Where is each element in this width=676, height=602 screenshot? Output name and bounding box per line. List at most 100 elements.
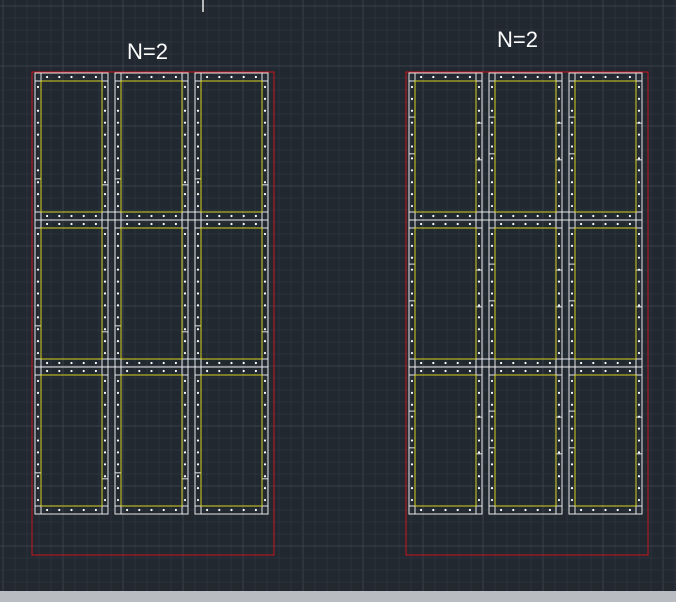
bolt-hole [557,340,561,343]
bolt-hole [263,232,267,236]
bolt-hole [116,145,120,148]
bolt-hole [116,439,120,442]
panel-rect [414,374,477,507]
bolt-hole [36,451,40,454]
bolt-hole [592,361,595,365]
panel-outline [34,366,109,515]
panel-rect [574,80,637,213]
bolt-hole [410,498,414,502]
bolt-hole [103,463,107,466]
panel-rect [574,227,637,360]
bolt-hole [196,280,200,283]
bolt-hole [103,157,107,160]
bolt-hole [637,415,641,418]
bolt-hole [557,487,561,490]
bolt-hole [196,403,200,406]
boundary-rect [31,71,275,556]
bolt-hole [46,75,49,79]
bolt-hole [36,97,40,100]
bolt-hole [557,193,561,196]
bolt-hole [557,316,561,319]
bolt-hole [263,451,267,454]
bolt-hole [637,351,641,355]
bolt-hole [183,256,187,259]
bolt-hole [36,181,40,184]
bolt-hole [410,316,414,319]
joint-block [561,358,570,368]
bolt-hole [150,508,153,512]
bolt-hole [477,244,481,247]
bolt-hole [410,204,414,208]
bolt-hole [126,508,129,512]
bolt-hole [263,316,267,319]
bolt-hole [570,304,574,307]
bolt-hole [36,268,40,271]
bolt-hole [196,121,200,124]
bolt-hole [183,439,187,442]
bolt-hole [103,304,107,307]
bolt-hole [162,214,165,218]
bolt-hole [637,463,641,466]
panel-cell [114,219,189,368]
bolt-hole [58,361,61,365]
bolt-hole [468,75,471,79]
bolt-hole [616,361,619,365]
bolt-hole [432,369,435,373]
bolt-hole [206,369,209,373]
bolt-hole [263,193,267,196]
bolt-hole [410,340,414,343]
bolt-hole [490,415,494,418]
bolt-hole [477,463,481,466]
bolt-hole [46,508,49,512]
bolt-hole [536,214,539,218]
bolt-hole [103,487,107,490]
bolt-hole [36,232,40,236]
bolt-hole [36,463,40,466]
bolt-hole [557,133,561,136]
bolt-hole [637,280,641,283]
bolt-hole [628,361,632,365]
bolt-hole [242,214,245,218]
bolt-hole [183,340,187,343]
bolt-hole [116,328,120,331]
bolt-hole [196,109,200,112]
bolt-hole [637,244,641,247]
bolt-hole [116,451,120,454]
bolt-hole [94,214,97,218]
bolt-hole [103,340,107,343]
bolt-hole [557,121,561,124]
bolt-hole [103,204,107,208]
bolt-hole [637,97,641,100]
bolt-hole [536,75,539,79]
bolt-hole [103,498,107,502]
bolt-hole [138,361,141,365]
bolt-hole [524,214,527,218]
bolt-hole [103,85,107,89]
bolt-hole [557,475,561,478]
bolt-hole [604,75,607,79]
bolt-hole [410,244,414,247]
bolt-hole [637,328,641,331]
bolt-hole [254,508,257,512]
bolt-hole [490,109,494,112]
bolt-hole [196,193,200,196]
bolt-hole [263,256,267,259]
bolt-hole [490,133,494,136]
panel-cell [114,366,189,515]
bolt-hole [230,222,233,226]
bolt-hole [637,316,641,319]
bolt-hole [410,292,414,295]
bolt-hole [477,475,481,478]
bolt-hole [36,391,40,394]
bolt-hole [196,451,200,454]
bolt-hole [138,508,141,512]
bolt-hole [570,391,574,394]
bolt-hole [557,204,561,208]
bolt-hole [477,169,481,172]
bolt-hole [512,75,515,79]
bolt-hole [196,439,200,442]
bolt-hole [477,328,481,331]
bolt-hole [570,244,574,247]
bolt-hole [592,369,595,373]
